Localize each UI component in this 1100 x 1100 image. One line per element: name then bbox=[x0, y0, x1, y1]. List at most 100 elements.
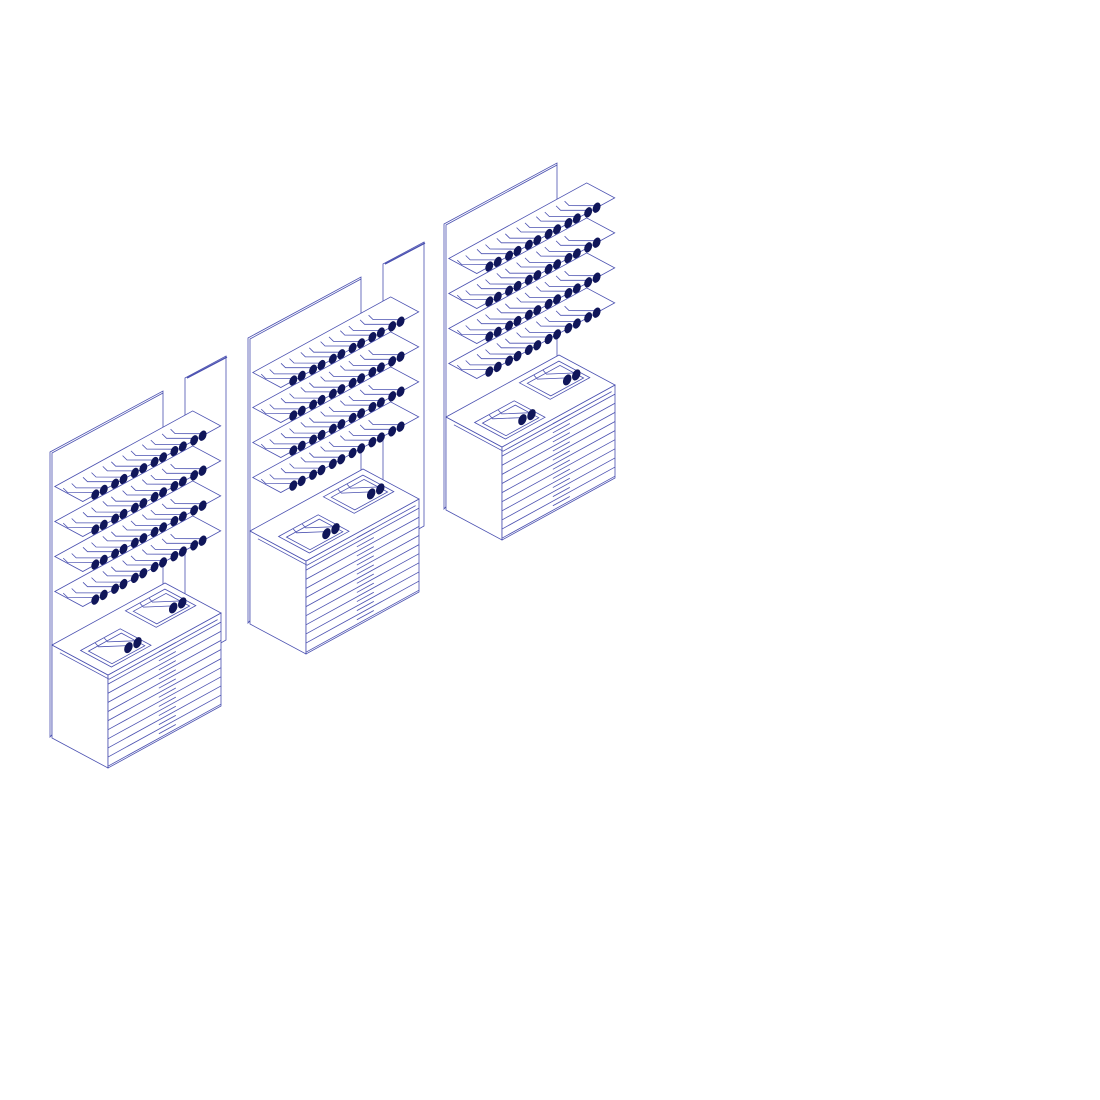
lens bbox=[533, 340, 542, 351]
lens bbox=[139, 568, 148, 579]
drawer-handle bbox=[552, 441, 570, 452]
drawer-line bbox=[107, 676, 222, 740]
side-panel-edge bbox=[186, 356, 228, 379]
drawer-handle bbox=[158, 651, 176, 662]
lens bbox=[524, 344, 533, 356]
temple-arm bbox=[170, 428, 203, 435]
lens bbox=[297, 370, 306, 382]
temple-arm bbox=[300, 457, 333, 463]
lens bbox=[111, 478, 120, 489]
temple-arm bbox=[359, 354, 393, 360]
temple-arm bbox=[348, 360, 381, 366]
drawer-line bbox=[305, 571, 420, 635]
lens bbox=[553, 294, 562, 305]
lens bbox=[396, 351, 405, 362]
drawer-line bbox=[107, 685, 222, 749]
lens bbox=[119, 578, 128, 590]
temple-arm bbox=[280, 398, 314, 404]
sunglasses bbox=[555, 305, 601, 323]
shelf bbox=[447, 217, 616, 309]
temple-arm bbox=[544, 316, 577, 322]
lens bbox=[505, 355, 514, 366]
temple-arm bbox=[555, 310, 589, 316]
drawer-handle bbox=[356, 528, 374, 539]
lens bbox=[388, 391, 397, 402]
lens bbox=[198, 430, 207, 441]
sunglasses bbox=[62, 588, 108, 605]
drawer-handle bbox=[158, 724, 176, 735]
lens bbox=[376, 432, 385, 443]
temple-arm bbox=[496, 343, 529, 349]
temple-arm bbox=[91, 472, 124, 478]
temple-arm bbox=[505, 303, 538, 309]
drawer-line bbox=[501, 421, 616, 484]
sunglasses bbox=[456, 290, 502, 307]
sunglasses bbox=[496, 338, 542, 356]
lens bbox=[388, 426, 397, 437]
temple-arm bbox=[542, 370, 577, 375]
temple-arm bbox=[488, 414, 523, 420]
drawer-handle bbox=[552, 487, 570, 498]
sunglasses bbox=[320, 336, 366, 354]
lens bbox=[524, 274, 533, 286]
lens bbox=[592, 307, 601, 318]
lens bbox=[513, 350, 522, 362]
lens bbox=[513, 280, 522, 292]
display-tray bbox=[322, 474, 395, 514]
lens bbox=[357, 408, 366, 419]
temple-arm bbox=[289, 428, 322, 434]
temple-arm bbox=[161, 538, 195, 544]
temple-arm bbox=[485, 244, 518, 250]
temple-arm bbox=[260, 443, 294, 449]
lens bbox=[322, 528, 331, 540]
lens bbox=[396, 386, 405, 397]
lens bbox=[289, 410, 298, 421]
lens bbox=[124, 642, 133, 654]
lens bbox=[562, 374, 572, 386]
shelf bbox=[251, 401, 420, 493]
temple-arm bbox=[505, 233, 538, 239]
temple-arm bbox=[368, 419, 401, 426]
lens bbox=[99, 519, 108, 531]
drawer-handle bbox=[158, 678, 176, 689]
sunglasses bbox=[536, 246, 581, 264]
lens bbox=[388, 356, 397, 367]
lens bbox=[170, 516, 179, 527]
lens bbox=[178, 597, 187, 609]
cabinet-top-edge bbox=[59, 619, 218, 680]
temple-arm bbox=[130, 520, 164, 526]
lens bbox=[190, 505, 199, 516]
lens bbox=[348, 377, 357, 389]
temple-arm bbox=[496, 308, 529, 314]
sunglasses bbox=[102, 496, 148, 514]
sunglasses bbox=[161, 463, 207, 481]
temple-arm bbox=[289, 393, 322, 399]
shelf bbox=[251, 296, 420, 388]
sunglasses bbox=[161, 498, 207, 516]
temple-arm bbox=[82, 582, 116, 588]
temple-arm bbox=[130, 555, 164, 561]
sunglasses bbox=[476, 314, 522, 331]
temple-arm bbox=[161, 503, 195, 509]
sunglasses bbox=[516, 222, 562, 240]
lens bbox=[518, 414, 527, 426]
sunglasses bbox=[536, 211, 581, 229]
temple-arm bbox=[269, 404, 302, 410]
sunglasses bbox=[122, 520, 168, 538]
sunglasses bbox=[456, 255, 502, 272]
lens bbox=[348, 412, 357, 424]
temple-arm bbox=[122, 490, 155, 496]
temple-arm bbox=[71, 483, 104, 489]
lens bbox=[297, 440, 306, 452]
drawer-line bbox=[305, 553, 420, 617]
drawer-handle bbox=[158, 669, 176, 680]
temple-arm bbox=[346, 484, 381, 489]
temple-arm bbox=[309, 417, 342, 423]
drawer-line bbox=[305, 544, 420, 607]
lens bbox=[357, 338, 366, 349]
temple-arm bbox=[71, 588, 104, 594]
lens bbox=[190, 470, 199, 481]
temple-arm bbox=[359, 319, 393, 325]
lens bbox=[328, 423, 337, 435]
temple-arm bbox=[280, 363, 314, 369]
